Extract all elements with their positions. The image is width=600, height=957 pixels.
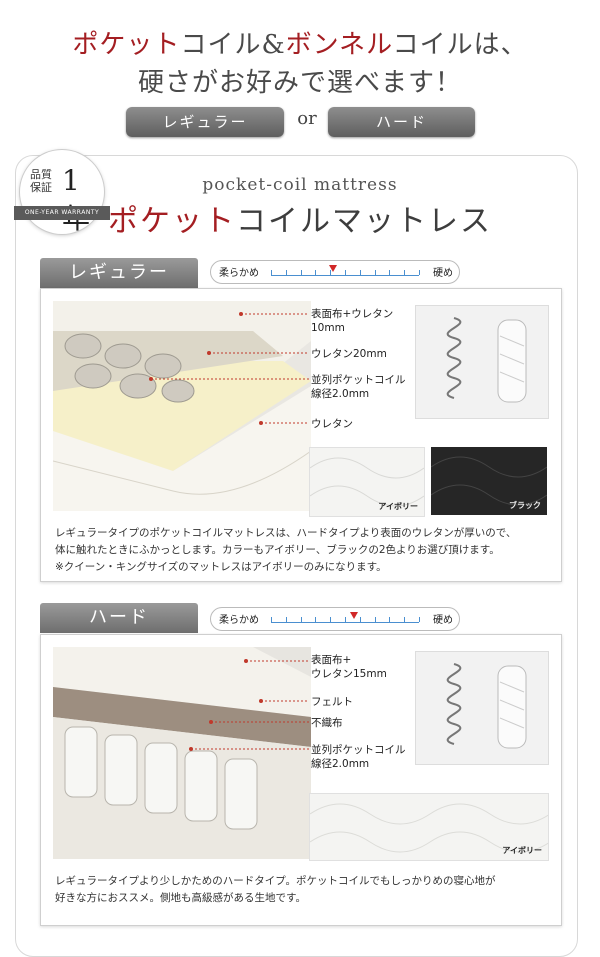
label-urethane: ウレタン (311, 418, 353, 430)
product-subtitle: pocket-coil mattress (202, 175, 398, 195)
headline-line2: 硬さがお好みで選べます！ (137, 68, 462, 98)
scale-tick (404, 617, 406, 622)
hard-cutaway-image (53, 647, 311, 859)
scale-firm-label: 硬め (433, 615, 453, 626)
scale-tick (359, 270, 361, 275)
swatch-black-label: ブラック (509, 501, 541, 510)
label-line: 線径2.0mm (311, 758, 370, 770)
label-line: 表面布+ウレタン (311, 308, 394, 320)
scale-soft-label: 柔らかめ (219, 615, 259, 626)
description-line: レギュラータイプより少しかためのハードタイプ。ポケットコイルでもしっかりめの寝心… (55, 875, 496, 887)
scale-firm-label: 硬め (433, 268, 453, 279)
coil-image (415, 305, 549, 419)
title-accent: ポケット (108, 204, 236, 239)
scale-tick (285, 270, 287, 275)
scale-tick (359, 617, 361, 622)
regular-pill: レギュラー (126, 107, 284, 137)
headline-coil-and: コイル& (180, 30, 286, 60)
scale-bar (271, 275, 419, 276)
swatch-ivory-label: アイボリー (378, 502, 418, 511)
scale-tick (345, 270, 346, 275)
scale-tick (389, 617, 391, 622)
label-nonwoven: 不織布 (311, 717, 343, 729)
scale-tick (271, 270, 272, 275)
headline-coil-wa: コイルは、 (392, 30, 528, 60)
label-pocket-coil: 並列ポケットコイル線径2.0mm (311, 373, 406, 401)
scale-tick (300, 617, 302, 622)
scale-tick (315, 617, 317, 622)
title-rest: コイルマットレス (236, 204, 492, 239)
regular-description: レギュラータイプのポケットコイルマットレスは、ハードタイプより表面のウレタンが厚… (55, 525, 555, 576)
label-line: ウレタン15mm (311, 668, 387, 680)
badge-ribbon: ONE-YEAR WARRANTY (14, 206, 110, 220)
hard-description: レギュラータイプより少しかためのハードタイプ。ポケットコイルでもしっかりめの寝心… (55, 873, 555, 907)
description-line: 好きな方におススメ。側地も高級感がある生地です。 (55, 892, 306, 904)
label-line: 表面布+ (311, 654, 352, 666)
swatch-ivory: アイボリー (309, 447, 425, 517)
scale-bar (271, 622, 419, 623)
scale-tick (345, 617, 346, 622)
label-line: 並列ポケットコイル (311, 374, 406, 386)
hard-pill: ハード (328, 107, 475, 137)
label-felt: フェルト (311, 696, 353, 708)
scale-soft-label: 柔らかめ (219, 268, 259, 279)
swatch-ivory: アイボリー (309, 793, 549, 861)
label-urethane-20: ウレタン20mm (311, 348, 387, 360)
label-line: 10mm (311, 322, 345, 334)
regular-cutaway-image (53, 301, 311, 511)
headline-bonnell: ボンネル (285, 30, 393, 60)
description-line: ※クイーン・キングサイズのマットレスはアイボリーのみになります。 (55, 561, 387, 573)
scale-tick (419, 617, 420, 622)
or-text: or (297, 108, 317, 129)
scale-tick (374, 617, 376, 622)
scale-tick (419, 270, 420, 275)
label-line: 線径2.0mm (311, 388, 370, 400)
firmness-scale-regular: 柔らかめ 硬め (210, 260, 460, 284)
scale-tick (389, 270, 391, 275)
scale-tick (315, 270, 317, 275)
hard-leaders (189, 659, 309, 751)
label-pocket-coil: 並列ポケットコイル線径2.0mm (311, 743, 406, 771)
scale-tick (271, 617, 272, 622)
hard-box: 表面布+ ウレタン15mm フェルト 不織布 並列ポケットコイル線径2.0mm ア… (40, 634, 562, 926)
description-line: 体に触れたときにふかっとします。カラーもアイボリー、ブラックの2色よりお選び頂け… (55, 544, 500, 556)
scale-marker (329, 265, 338, 272)
regular-leaders (149, 312, 309, 425)
badge-quality-line1: 品質 (30, 168, 52, 181)
label-surface-urethane: 表面布+ウレタン 10mm (311, 307, 393, 335)
scale-tick (374, 270, 376, 275)
scale-marker (349, 612, 358, 619)
firmness-scale-hard: 柔らかめ 硬め (210, 607, 460, 631)
headline-line1: ポケットコイル&ボンネルコイルは、 (0, 24, 600, 61)
label-surface-urethane: 表面布+ ウレタン15mm (311, 653, 387, 681)
swatch-ivory-label: アイボリー (502, 846, 542, 855)
coil-image (415, 651, 549, 765)
headline-pocket: ポケット (72, 30, 181, 60)
label-line: 並列ポケットコイル (311, 744, 406, 756)
scale-tick (330, 270, 332, 275)
scale-tick (285, 617, 287, 622)
badge-quality: 品質保証 (30, 168, 52, 194)
description-line: レギュラータイプのポケットコイルマットレスは、ハードタイプより表面のウレタンが厚… (55, 527, 517, 539)
tab-regular: レギュラー (40, 258, 198, 288)
scale-tick (330, 617, 332, 622)
tab-hard: ハード (40, 603, 198, 633)
swatch-black: ブラック (431, 447, 547, 515)
regular-box: 表面布+ウレタン 10mm ウレタン20mm 並列ポケットコイル線径2.0mm ウ… (40, 288, 562, 582)
badge-quality-line2: 保証 (30, 181, 52, 194)
product-title: ポケットコイルマットレス (0, 196, 600, 240)
scale-tick (404, 270, 406, 275)
scale-tick (300, 270, 302, 275)
